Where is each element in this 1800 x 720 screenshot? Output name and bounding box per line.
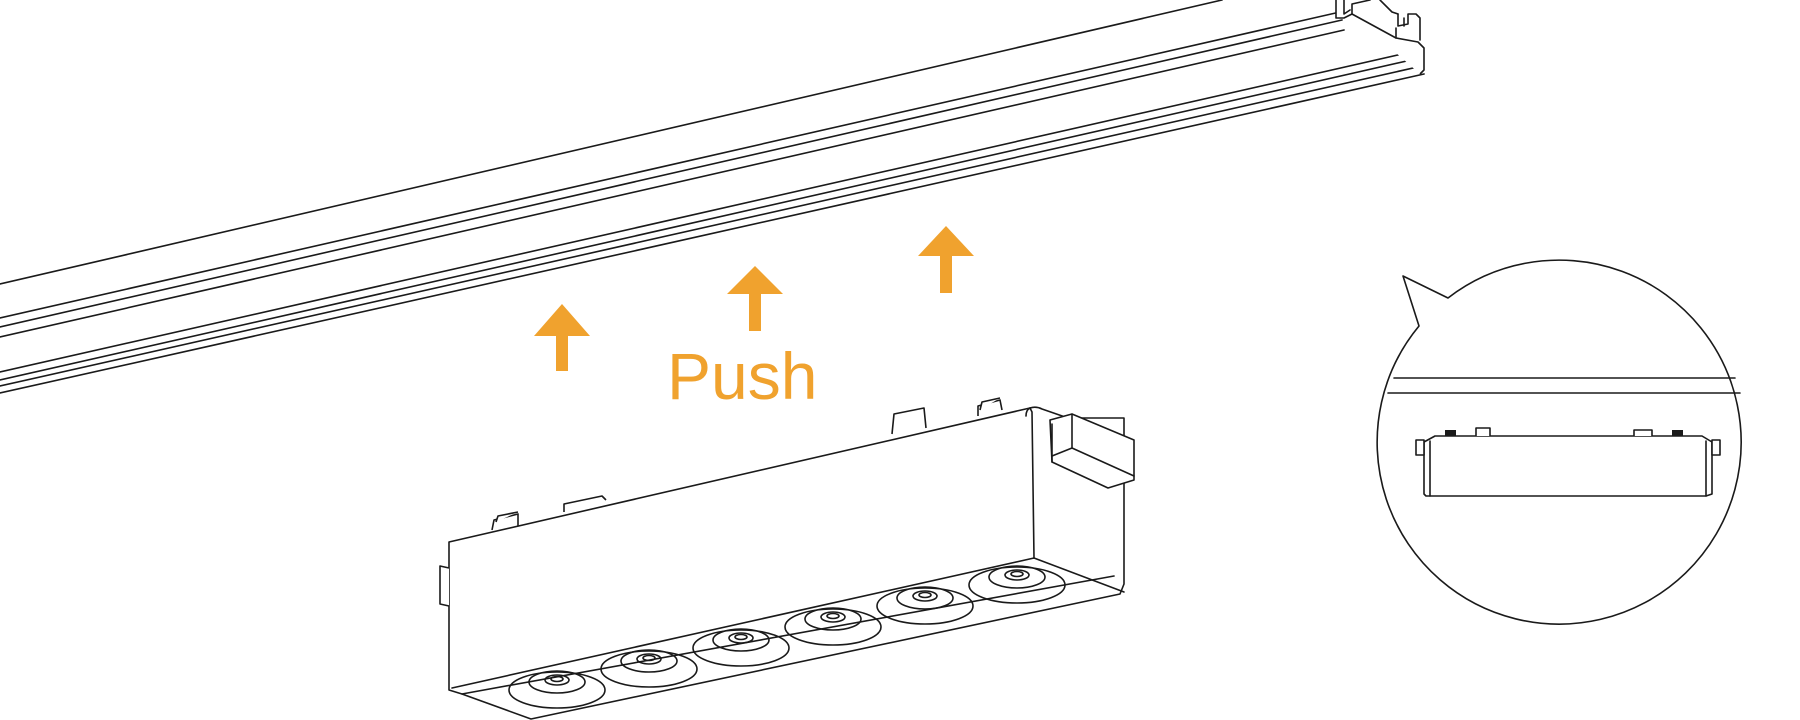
- led-lens: [876, 586, 974, 625]
- led-lens: [600, 649, 698, 688]
- led-lens: [784, 607, 882, 646]
- push-up-arrow: [534, 304, 590, 371]
- push-up-arrow: [918, 226, 974, 293]
- detail-callout: [1376, 259, 1742, 625]
- led-lens: [968, 565, 1066, 604]
- led-module: [439, 397, 1135, 720]
- led-lens: [508, 670, 606, 709]
- push-label: Push: [667, 339, 818, 413]
- track-end-profile: [1335, 0, 1425, 75]
- led-lens: [692, 628, 790, 667]
- track-rail: [0, 0, 1425, 394]
- push-up-arrow: [727, 266, 783, 331]
- module-side-view: [1415, 427, 1721, 497]
